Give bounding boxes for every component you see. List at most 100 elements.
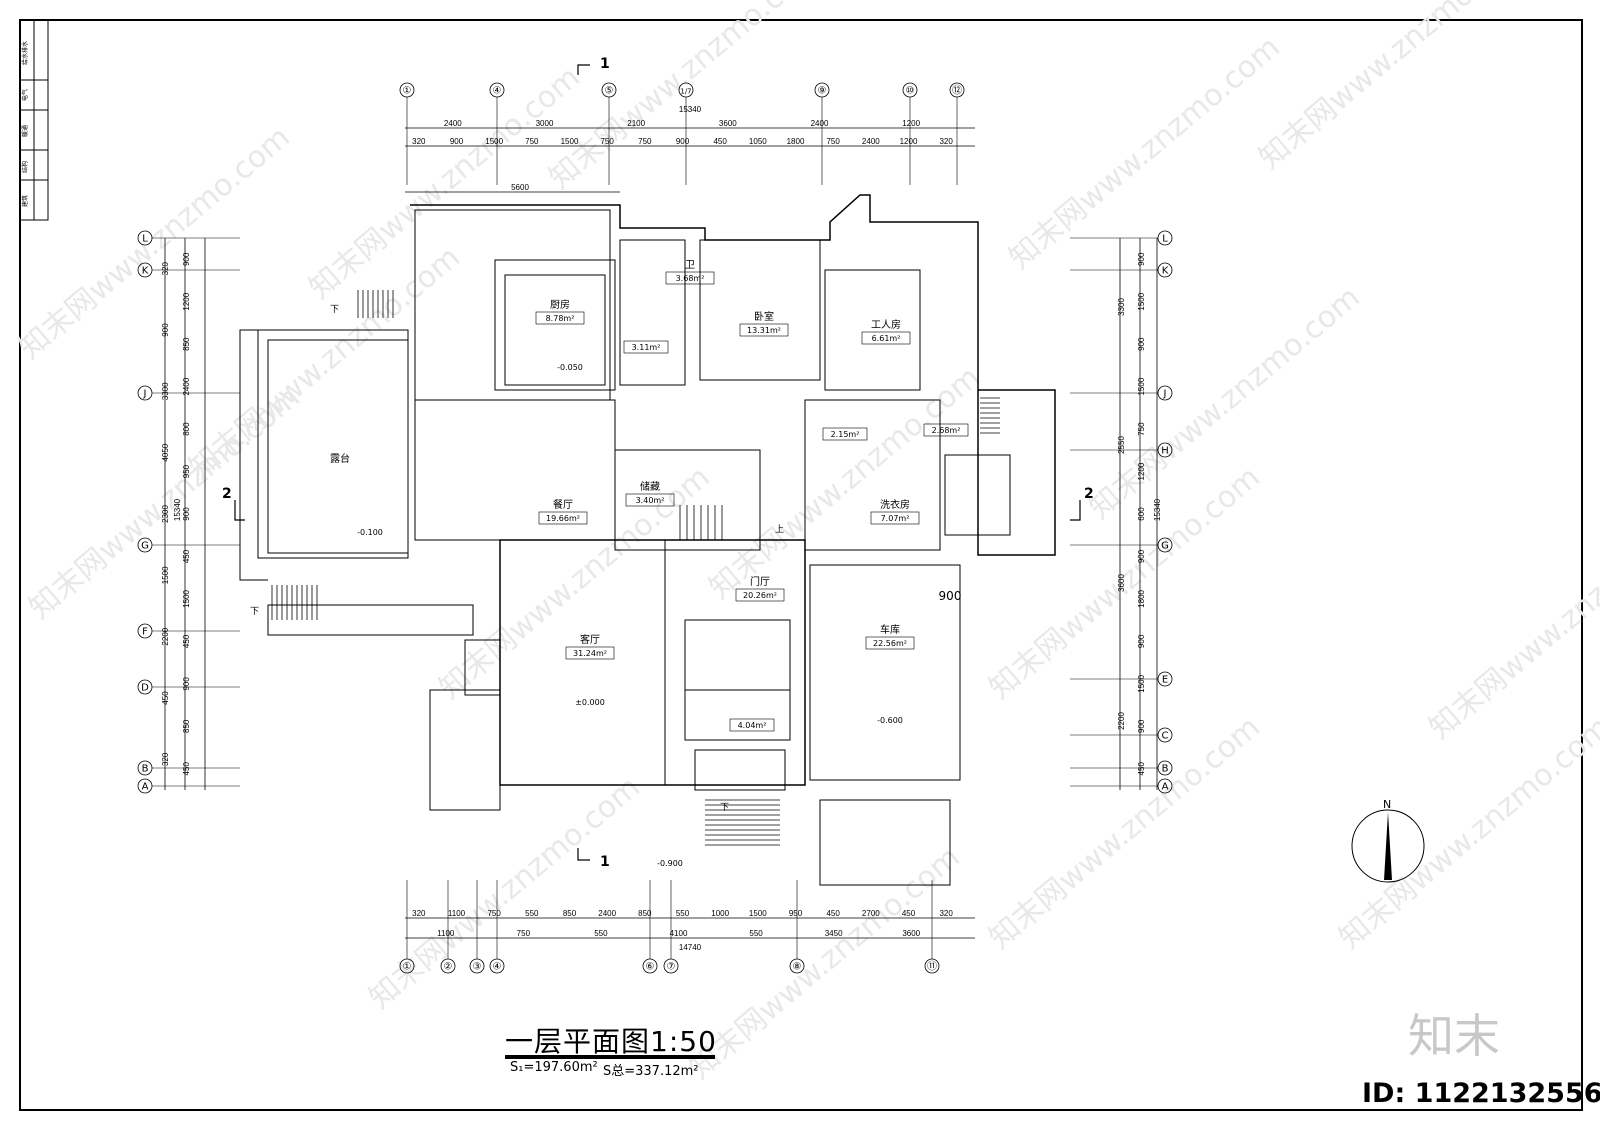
room-name: 洗衣房 bbox=[880, 498, 910, 511]
room-area-box bbox=[735, 588, 785, 602]
dimension-label: 750 bbox=[487, 909, 501, 918]
stair-direction: 下 bbox=[250, 607, 259, 617]
axis-bubble-bottom: ⑦ bbox=[663, 958, 679, 974]
axis-bubble-right: E bbox=[1157, 671, 1173, 687]
elevation-mark: -0.600 bbox=[877, 716, 903, 725]
axis-bubble-top: ⑫ bbox=[949, 82, 965, 98]
room-area: 13.31m² bbox=[747, 326, 781, 335]
dimension-label: 2700 bbox=[862, 909, 880, 918]
dimension-label: 1200 bbox=[902, 119, 920, 128]
title-block-label: 建筑 bbox=[21, 195, 29, 207]
room-area: 7.07m² bbox=[881, 514, 910, 523]
dimension-label: 750 bbox=[826, 137, 840, 146]
dimension-label: 1050 bbox=[749, 137, 767, 146]
axis-bubble-right: K bbox=[1157, 262, 1173, 278]
axis-bubble-bottom: ③ bbox=[469, 958, 485, 974]
axis-bubble-right: J bbox=[1157, 385, 1173, 401]
dimension-label: 450 bbox=[826, 909, 840, 918]
section-label: 2 bbox=[1084, 486, 1094, 502]
room-area-box bbox=[739, 323, 789, 337]
svg-text:G: G bbox=[141, 541, 149, 552]
title-underline bbox=[505, 1055, 715, 1059]
room-area-box bbox=[538, 511, 588, 525]
watermark: 知末网www.znzmo.com bbox=[703, 360, 987, 606]
drawing-border bbox=[19, 19, 1583, 1111]
dimension-label: 750 bbox=[600, 137, 614, 146]
dimension-label: 3300 bbox=[161, 382, 170, 400]
dimension-label: 3000 bbox=[536, 119, 554, 128]
dimension-label: 2100 bbox=[627, 119, 645, 128]
svg-text:⑪: ⑪ bbox=[927, 961, 937, 973]
room-name: 车库 bbox=[880, 623, 900, 636]
dimension-label: 2400 bbox=[811, 119, 829, 128]
title-block-label: 给水排水 bbox=[21, 41, 29, 65]
area-s1: S₁=197.60m² bbox=[510, 1060, 598, 1075]
watermark: 知末网www.znzmo.com bbox=[363, 770, 647, 1016]
svg-text:1/7: 1/7 bbox=[680, 88, 691, 96]
room-name: 卧室 bbox=[754, 310, 774, 323]
dimension-label: 900 bbox=[161, 323, 170, 337]
dimension-label: 1500 bbox=[161, 566, 170, 584]
watermark: 知末网www.znzmo.com bbox=[1333, 710, 1600, 956]
dimension-label: 750 bbox=[638, 137, 652, 146]
axis-bubble-left: D bbox=[137, 679, 153, 695]
axis-bubble-top: ⑩ bbox=[902, 82, 918, 98]
dimension-label: 1100 bbox=[448, 909, 466, 918]
dimension-label: 3600 bbox=[719, 119, 737, 128]
svg-text:D: D bbox=[141, 683, 149, 694]
area-label: 2.68m² bbox=[932, 426, 961, 435]
area-label: 3.11m² bbox=[632, 343, 661, 352]
dimension-label: 850 bbox=[638, 909, 652, 918]
svg-text:K: K bbox=[142, 266, 149, 277]
room-name: 工人房 bbox=[871, 318, 901, 331]
dimension-label: 550 bbox=[594, 929, 608, 938]
room-area-box bbox=[625, 493, 675, 507]
dimension-label: 950 bbox=[182, 464, 191, 478]
room-area-box bbox=[665, 271, 715, 285]
room-area: 31.24m² bbox=[573, 649, 607, 658]
axis-bubble-top: ① bbox=[399, 82, 415, 98]
dimension-label: 2400 bbox=[444, 119, 462, 128]
axis-bubble-left: A bbox=[137, 778, 153, 794]
svg-text:⑨: ⑨ bbox=[818, 86, 827, 97]
axis-bubble-bottom: ⑪ bbox=[924, 958, 940, 974]
watermark: 知末网www.znzmo.com bbox=[983, 710, 1267, 956]
watermark: 知末网www.znzmo.com bbox=[13, 120, 297, 366]
room-area: 22.56m² bbox=[873, 639, 907, 648]
svg-text:L: L bbox=[1162, 234, 1168, 245]
room-area-box bbox=[865, 636, 915, 650]
dimension-label: 600 bbox=[1137, 507, 1146, 521]
dimension-label: 1000 bbox=[711, 909, 729, 918]
area-label: 4.04m² bbox=[738, 721, 767, 730]
svg-text:⑦: ⑦ bbox=[667, 962, 676, 973]
dimension-label: 900 bbox=[182, 677, 191, 691]
dimension-label: 550 bbox=[749, 929, 763, 938]
dimension-label: 1500 bbox=[1137, 292, 1146, 310]
dimension-label: 320 bbox=[161, 261, 170, 275]
axis-bubble-top: ④ bbox=[489, 82, 505, 98]
room-name: 厨房 bbox=[550, 298, 570, 311]
dimension-total: 15340 bbox=[679, 105, 702, 114]
room-area-box bbox=[565, 646, 615, 660]
dimension-label: 1800 bbox=[787, 137, 805, 146]
dimension-label: 320 bbox=[939, 909, 953, 918]
room-name: 餐厅 bbox=[553, 498, 573, 511]
title-block-label: 结构 bbox=[21, 161, 29, 173]
dimension-label: 450 bbox=[1137, 762, 1146, 776]
dimension-label: 450 bbox=[161, 691, 170, 705]
fixture-dimension: 900 bbox=[939, 589, 962, 603]
area-box bbox=[729, 718, 775, 732]
svg-text:J: J bbox=[1163, 389, 1167, 400]
dimension-label: 900 bbox=[1137, 719, 1146, 733]
svg-text:③: ③ bbox=[473, 962, 482, 973]
room-area: 20.26m² bbox=[743, 591, 777, 600]
svg-text:A: A bbox=[1162, 782, 1169, 793]
section-marks bbox=[234, 64, 1081, 861]
dimension-label: 750 bbox=[517, 929, 531, 938]
dimension-label: 1100 bbox=[437, 929, 455, 938]
dimension-label: 5600 bbox=[511, 183, 529, 192]
dimension-label: 320 bbox=[412, 909, 426, 918]
dimension-label: 450 bbox=[182, 549, 191, 563]
room-name: 客厅 bbox=[580, 633, 600, 646]
